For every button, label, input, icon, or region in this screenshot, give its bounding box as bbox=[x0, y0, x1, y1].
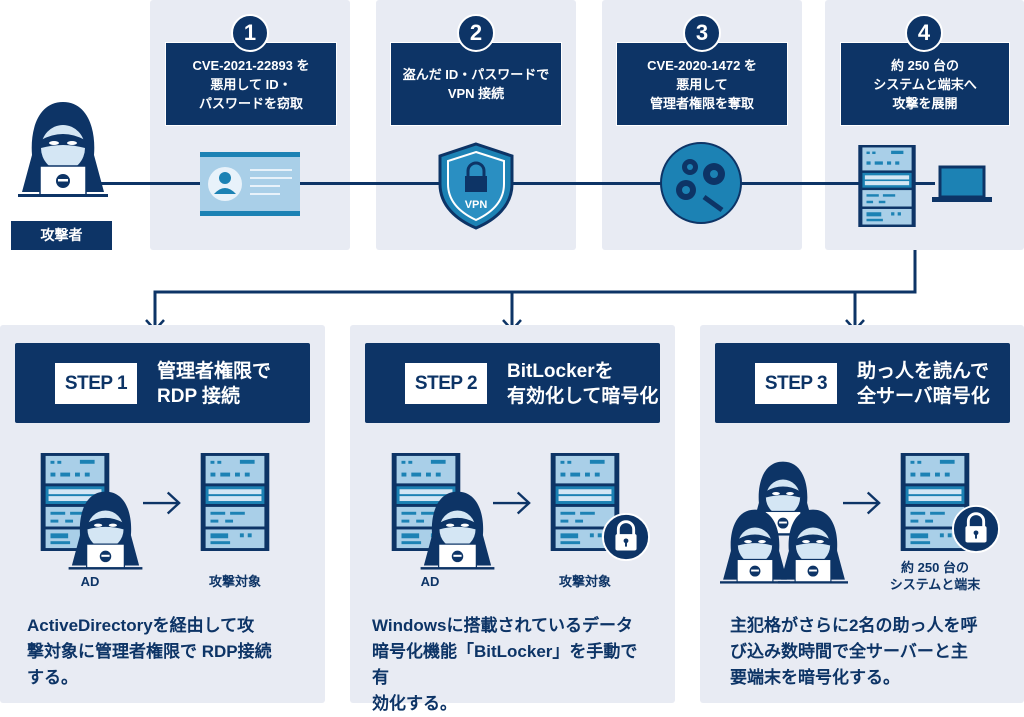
stage-badge-3: 3 bbox=[683, 14, 721, 52]
lock-icon bbox=[952, 505, 1000, 553]
step-description: Windowsに搭載されているデータ 暗号化機能「BitLocker」を手動で有… bbox=[372, 616, 638, 713]
hacker-icon bbox=[778, 508, 848, 586]
target-label: 攻撃対象 bbox=[208, 574, 261, 589]
hacker-icon bbox=[68, 490, 143, 572]
step-label: STEP 3 bbox=[755, 363, 837, 404]
stage-text-2: 盗んだ ID・パスワードで VPN 接続 bbox=[390, 42, 562, 126]
step-panel-1: STEP 1 管理者権限で RDP 接続 AD 攻撃対象 ActiveDirec… bbox=[0, 325, 325, 703]
vpn-shield-icon: VPN bbox=[438, 142, 514, 230]
hacker-icon bbox=[420, 490, 495, 572]
step-header-2: STEP 2 BitLockerを 有効化して暗号化 bbox=[365, 343, 660, 423]
stage-text-3: CVE-2020-1472 を 悪用して 管理者権限を奪取 bbox=[616, 42, 788, 126]
step-header-1: STEP 1 管理者権限で RDP 接続 bbox=[15, 343, 310, 423]
step-description: 主犯格がさらに2名の助っ人を呼 び込み数時間で全サーバーと主 要端末を暗号化する… bbox=[730, 616, 978, 687]
step-label: STEP 1 bbox=[55, 363, 137, 404]
step-description: ActiveDirectoryを経由して攻 撃対象に管理者権限で RDP接続 す… bbox=[27, 616, 272, 687]
target-server-icon bbox=[200, 453, 270, 551]
step-panel-2: STEP 2 BitLockerを 有効化して暗号化 AD 攻撃対象 Windo… bbox=[350, 325, 675, 713]
ad-label: AD bbox=[80, 574, 100, 589]
step-title: BitLockerを 有効化して暗号化 bbox=[507, 361, 659, 407]
stage-badge-2: 2 bbox=[457, 14, 495, 52]
step-title: 助っ人を読んで 全サーバ暗号化 bbox=[857, 361, 990, 407]
stage-badge-4: 4 bbox=[905, 14, 943, 52]
vpn-text: VPN bbox=[465, 199, 488, 211]
stage-text-4: 約 250 台の システムと端末へ 攻撃を展開 bbox=[840, 42, 1010, 126]
server-icon bbox=[858, 145, 916, 227]
branch-connector bbox=[145, 250, 917, 332]
flow-line bbox=[100, 182, 935, 185]
ad-label: AD bbox=[420, 574, 440, 589]
step-title: 管理者権限で RDP 接続 bbox=[157, 361, 272, 407]
attacker-icon bbox=[18, 100, 108, 200]
stage-badge-1: 1 bbox=[231, 14, 269, 52]
id-card-icon bbox=[200, 152, 300, 216]
laptop-icon bbox=[932, 165, 992, 202]
arrow-right-icon bbox=[143, 491, 181, 515]
stage-text-1: CVE-2021-22893 を 悪用して ID・ パスワードを窃取 bbox=[165, 42, 337, 126]
target-label: 約 250 台の システムと端末 bbox=[889, 560, 981, 592]
lock-icon bbox=[602, 513, 650, 561]
step-header-3: STEP 3 助っ人を読んで 全サーバ暗号化 bbox=[715, 343, 1010, 423]
step-panel-3: STEP 3 助っ人を読んで 全サーバ暗号化 約 250 台の システムと端末 … bbox=[700, 325, 1024, 703]
target-label: 攻撃対象 bbox=[558, 574, 611, 589]
arrow-right-icon bbox=[493, 491, 531, 515]
attacker-label: 攻撃者 bbox=[10, 220, 113, 251]
arrow-right-icon bbox=[843, 491, 881, 515]
gears-icon bbox=[660, 142, 742, 224]
step-label: STEP 2 bbox=[405, 363, 487, 404]
